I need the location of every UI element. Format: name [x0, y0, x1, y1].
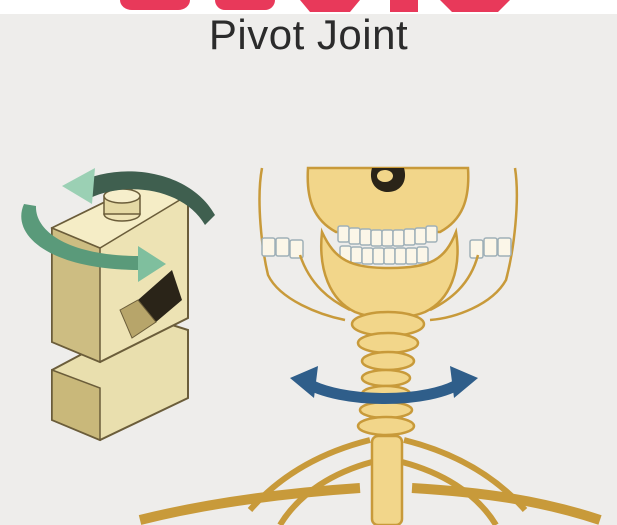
- rib-cage: [140, 436, 600, 525]
- axis-vertebra: [358, 333, 418, 353]
- vertebra-c4: [362, 370, 410, 386]
- rotation-arrowhead-top: [62, 168, 95, 204]
- vertebra-c6: [360, 402, 412, 418]
- clavicle-left: [140, 488, 360, 520]
- clavicle-right: [412, 488, 600, 520]
- neck-rotation-arrowhead-right: [450, 366, 478, 398]
- sternum: [372, 436, 402, 525]
- skull-and-neck: [140, 168, 600, 525]
- lower-teeth: [340, 246, 428, 264]
- nasal-septum: [377, 170, 393, 182]
- vertebra-c7: [358, 417, 414, 435]
- pivot-block-model: [21, 168, 215, 440]
- cervical-vertebrae: [352, 312, 424, 435]
- vertebra-c3: [362, 352, 414, 370]
- neck-rotation-arrowhead-left: [290, 366, 318, 398]
